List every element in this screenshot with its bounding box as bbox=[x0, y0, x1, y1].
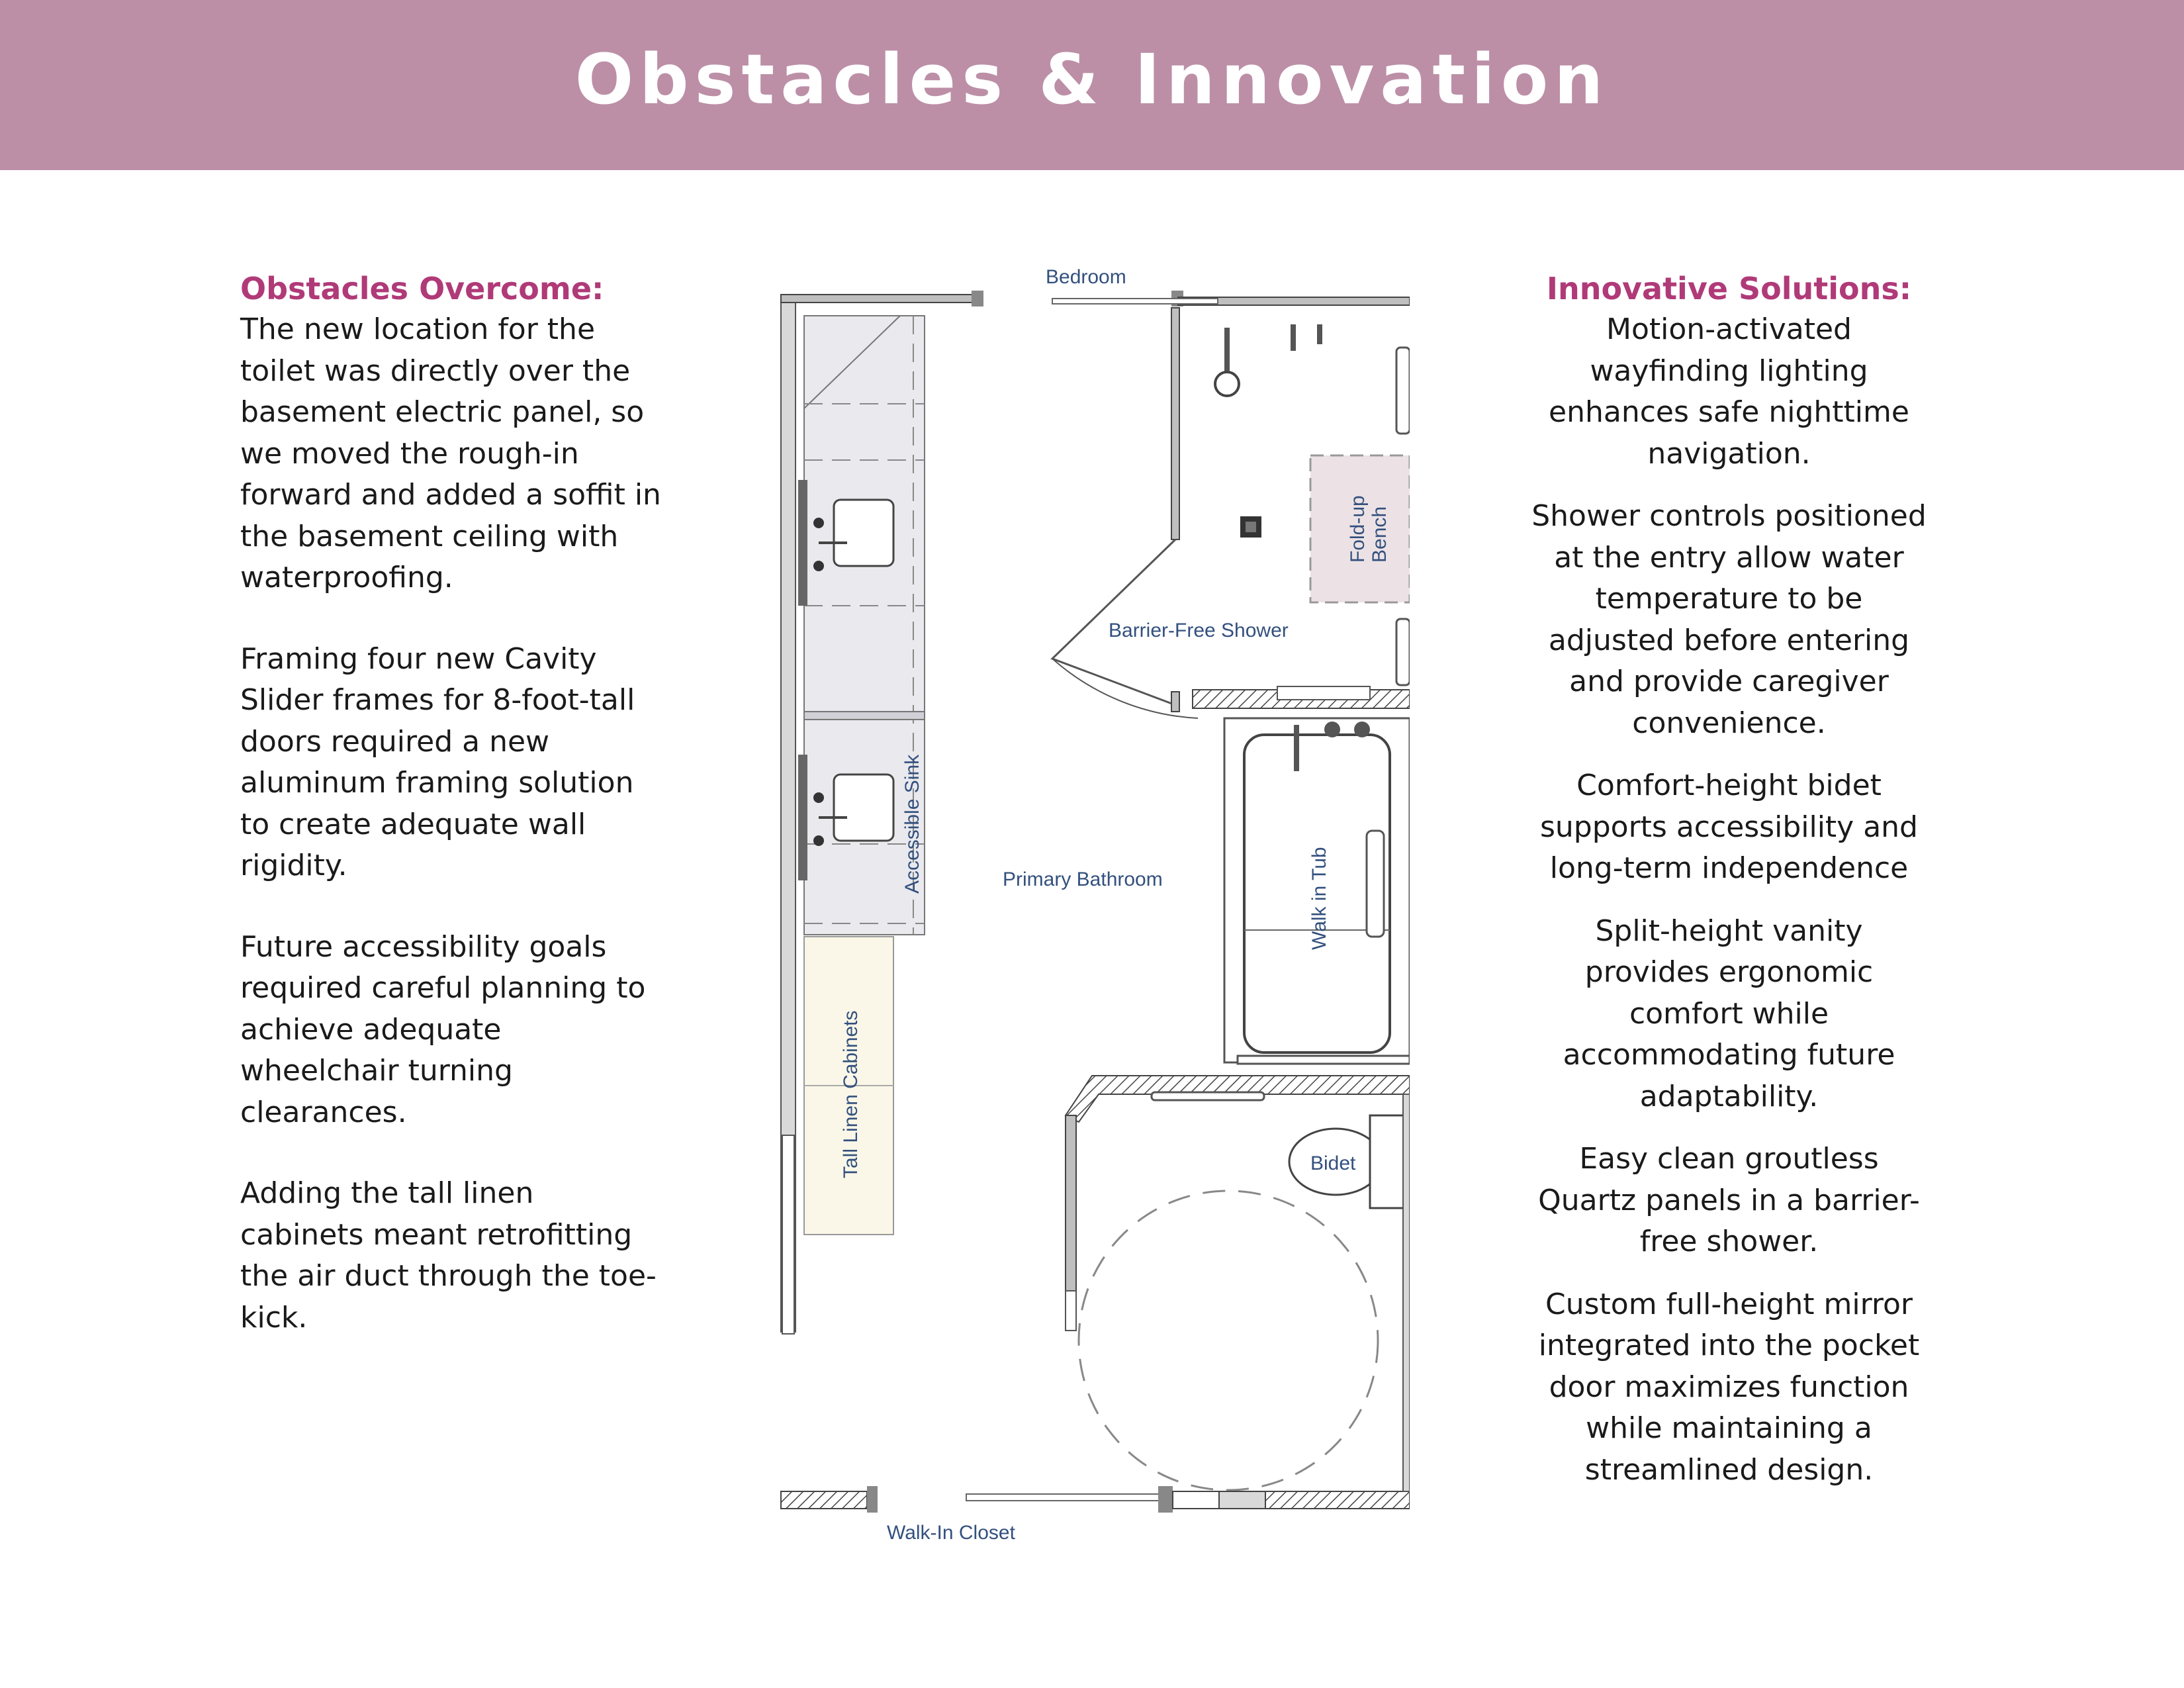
obstacle-paragraph: Future accessibility goals required care… bbox=[240, 929, 646, 1129]
accessible-sink-label: Accessible Sink bbox=[901, 754, 923, 894]
primary-bathroom-label: Primary Bathroom bbox=[1003, 868, 1163, 890]
wheelchair-turning-circle bbox=[1077, 1190, 1379, 1491]
bidet-label: Bidet bbox=[1310, 1152, 1356, 1174]
fold-up-bench-label-2: Bench bbox=[1369, 506, 1390, 563]
linen-cabinets-label: Tall Linen Cabinets bbox=[840, 1011, 862, 1179]
obstacles-heading: Obstacles Overcome: bbox=[240, 271, 604, 306]
solution-paragraph: Shower controls positioned at the entry … bbox=[1531, 499, 1927, 740]
fold-up-bench-label-1: Fold-up bbox=[1347, 495, 1369, 563]
walk-in-tub-label: Walk in Tub bbox=[1308, 847, 1330, 950]
walk-in-tub bbox=[1223, 717, 1410, 1065]
solution-paragraph: Comfort-height bidet supports accessibil… bbox=[1540, 769, 1918, 885]
bottom-wall bbox=[780, 1094, 1410, 1513]
top-wall bbox=[780, 291, 1410, 306]
floor-plan: Bedroom Accessible Sink bbox=[774, 261, 1410, 1552]
title-banner: Obstacles & Innovation bbox=[0, 0, 2184, 170]
solution-paragraph: Custom full-height mirror integrated int… bbox=[1538, 1287, 1920, 1487]
bedroom-label: Bedroom bbox=[1046, 266, 1126, 288]
shower-fixtures bbox=[1214, 324, 1410, 686]
walk-in-closet-label: Walk-In Closet bbox=[887, 1522, 1016, 1544]
fold-up-bench bbox=[1309, 454, 1410, 604]
shower-tub-wall bbox=[1192, 686, 1410, 709]
solution-paragraph: Split-height vanity provides ergonomic c… bbox=[1563, 914, 1895, 1113]
solutions-column: Innovative Solutions: Motion-activated w… bbox=[1529, 268, 1929, 1512]
obstacle-paragraph: The new location for the toilet was dire… bbox=[240, 312, 661, 594]
obstacle-paragraph: Adding the tall linen cabinets meant ret… bbox=[240, 1176, 657, 1335]
barrier-free-shower-label: Barrier-Free Shower bbox=[1109, 620, 1289, 641]
toilet-room-wall bbox=[1064, 1075, 1410, 1331]
sink-upper bbox=[798, 480, 895, 606]
linen-cabinets bbox=[803, 936, 894, 1235]
solution-paragraph: Easy clean groutless Quartz panels in a … bbox=[1538, 1142, 1920, 1258]
solution-paragraph: Motion-activated wayfinding lighting enh… bbox=[1549, 312, 1909, 471]
obstacles-column: Obstacles Overcome: The new location for… bbox=[240, 268, 664, 1378]
sink-lower bbox=[798, 755, 895, 880]
shower-walls bbox=[1050, 307, 1180, 712]
obstacle-paragraph: Framing four new Cavity Slider frames fo… bbox=[240, 641, 635, 883]
bidet bbox=[1288, 1114, 1408, 1209]
solutions-heading: Innovative Solutions: bbox=[1546, 271, 1912, 306]
page-title: Obstacles & Innovation bbox=[574, 39, 1610, 120]
shower-door-swing bbox=[1052, 658, 1199, 719]
